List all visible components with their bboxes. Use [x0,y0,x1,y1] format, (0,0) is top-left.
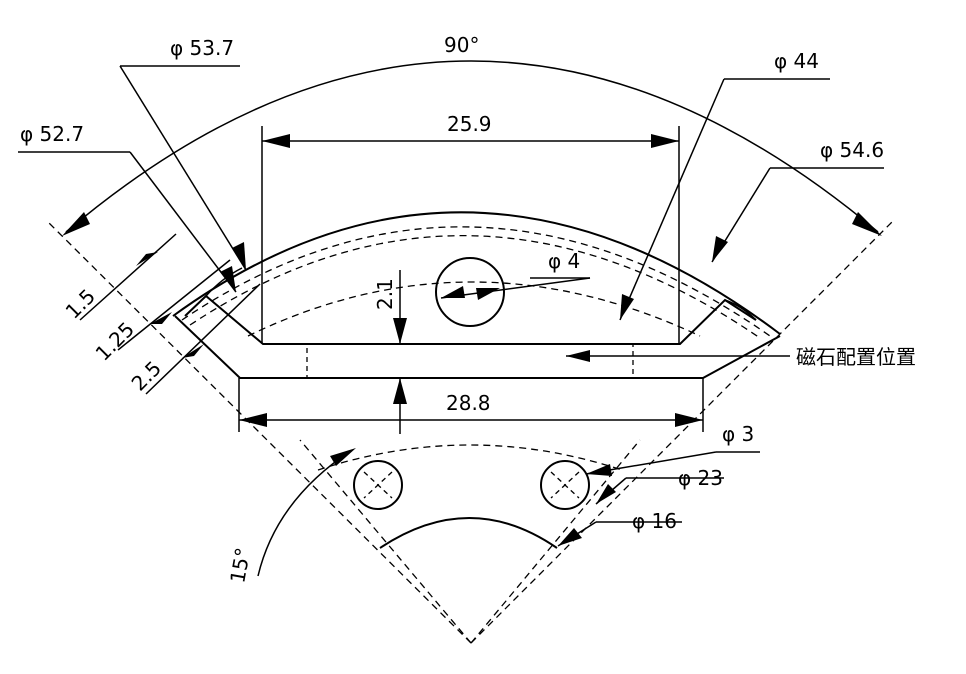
angle-90-arc [65,60,879,233]
hole-phi3-left [353,460,403,510]
leader-phi3-arrow [586,464,612,476]
arc-44-dashed [247,281,701,337]
leader-phi16-arrow [558,528,582,546]
leader-53-7 [119,65,247,271]
leader-44-label: φ 44 [774,49,819,73]
leader-53-7-arrow [232,242,246,270]
sector-boundary-left [47,221,472,644]
hole-phi4 [435,257,505,327]
sector-boundary-right [470,221,893,644]
dim-25-9-arrow-left [262,134,290,148]
dim-2-5-line [145,283,261,395]
dim-25-9-label: 25.9 [447,112,492,136]
dim-2-1-arrow-bottom [393,378,407,404]
arc-52-7-dashed [189,235,761,339]
leader-phi4-arrow [441,286,465,298]
leader-52-7-label: φ 52.7 [20,122,84,146]
leader-phi23-arrow [596,484,616,504]
dim-2-1-arrow-top [393,318,407,344]
arc-53-7-dashed [181,226,771,337]
arc-23-dashed [317,444,623,471]
arc-16 [379,517,558,549]
dim-28-8-arrow-left [239,413,267,427]
magnet-position-label: 磁石配置位置 [796,345,916,369]
leader-52-7 [129,151,237,293]
dim-1-5-arrow [136,252,158,266]
leader-phi23-label: φ 23 [678,466,723,490]
dim-2-5-arrow [182,344,204,358]
dim-1-5-line [79,233,177,321]
part-outline [174,294,781,379]
leader-magnet-arrow [566,350,590,362]
angle-15-arrow [330,448,356,466]
part-bevel-right [724,299,757,321]
leader-phi4-label: φ 4 [548,249,580,273]
leader-52-7-arrow [220,266,236,292]
angle-90-arrow-right [852,212,882,236]
angle-90-arrow-left [62,212,90,236]
magnet-pocket [306,343,634,379]
dim-2-5-label: 2.5 [127,356,166,395]
hole-phi3-right [540,460,590,510]
leader-44 [619,78,725,321]
leader-54-6-arrow [712,236,728,262]
angle-90-label: 90° [444,33,479,57]
hole-left-center-b [363,471,393,499]
sector-boundary-inner-left [299,439,472,644]
dim-25-9-arrow-right [651,134,679,148]
sector-boundary-inner-right [470,439,641,644]
part-bevel-left [205,267,243,297]
leader-phi4-arrow-2 [476,288,500,300]
dim-1-25-line [117,259,231,351]
hole-right-center-b [550,471,580,499]
leader-phi3-label: φ 3 [722,422,754,446]
leader-44-arrow [620,294,634,320]
leader-phi16-label: φ 16 [632,509,677,533]
angle-15-label: 15° [225,546,255,585]
dim-28-8-arrow-right [675,413,703,427]
leader-phi4 [440,277,591,299]
dim-2-1-label: 2.1 [373,278,397,310]
dim-1-25-label: 1.25 [91,317,139,365]
dim-1-5-label: 1.5 [61,284,100,323]
angle-15-arc [257,449,353,577]
leader-54-6-label: φ 54.6 [820,138,884,162]
outer-arc-54-6 [172,211,781,335]
dim-1-25-arrow [150,312,172,324]
leader-53-7-label: φ 53.7 [170,36,234,60]
dim-28-8-label: 28.8 [446,391,491,415]
